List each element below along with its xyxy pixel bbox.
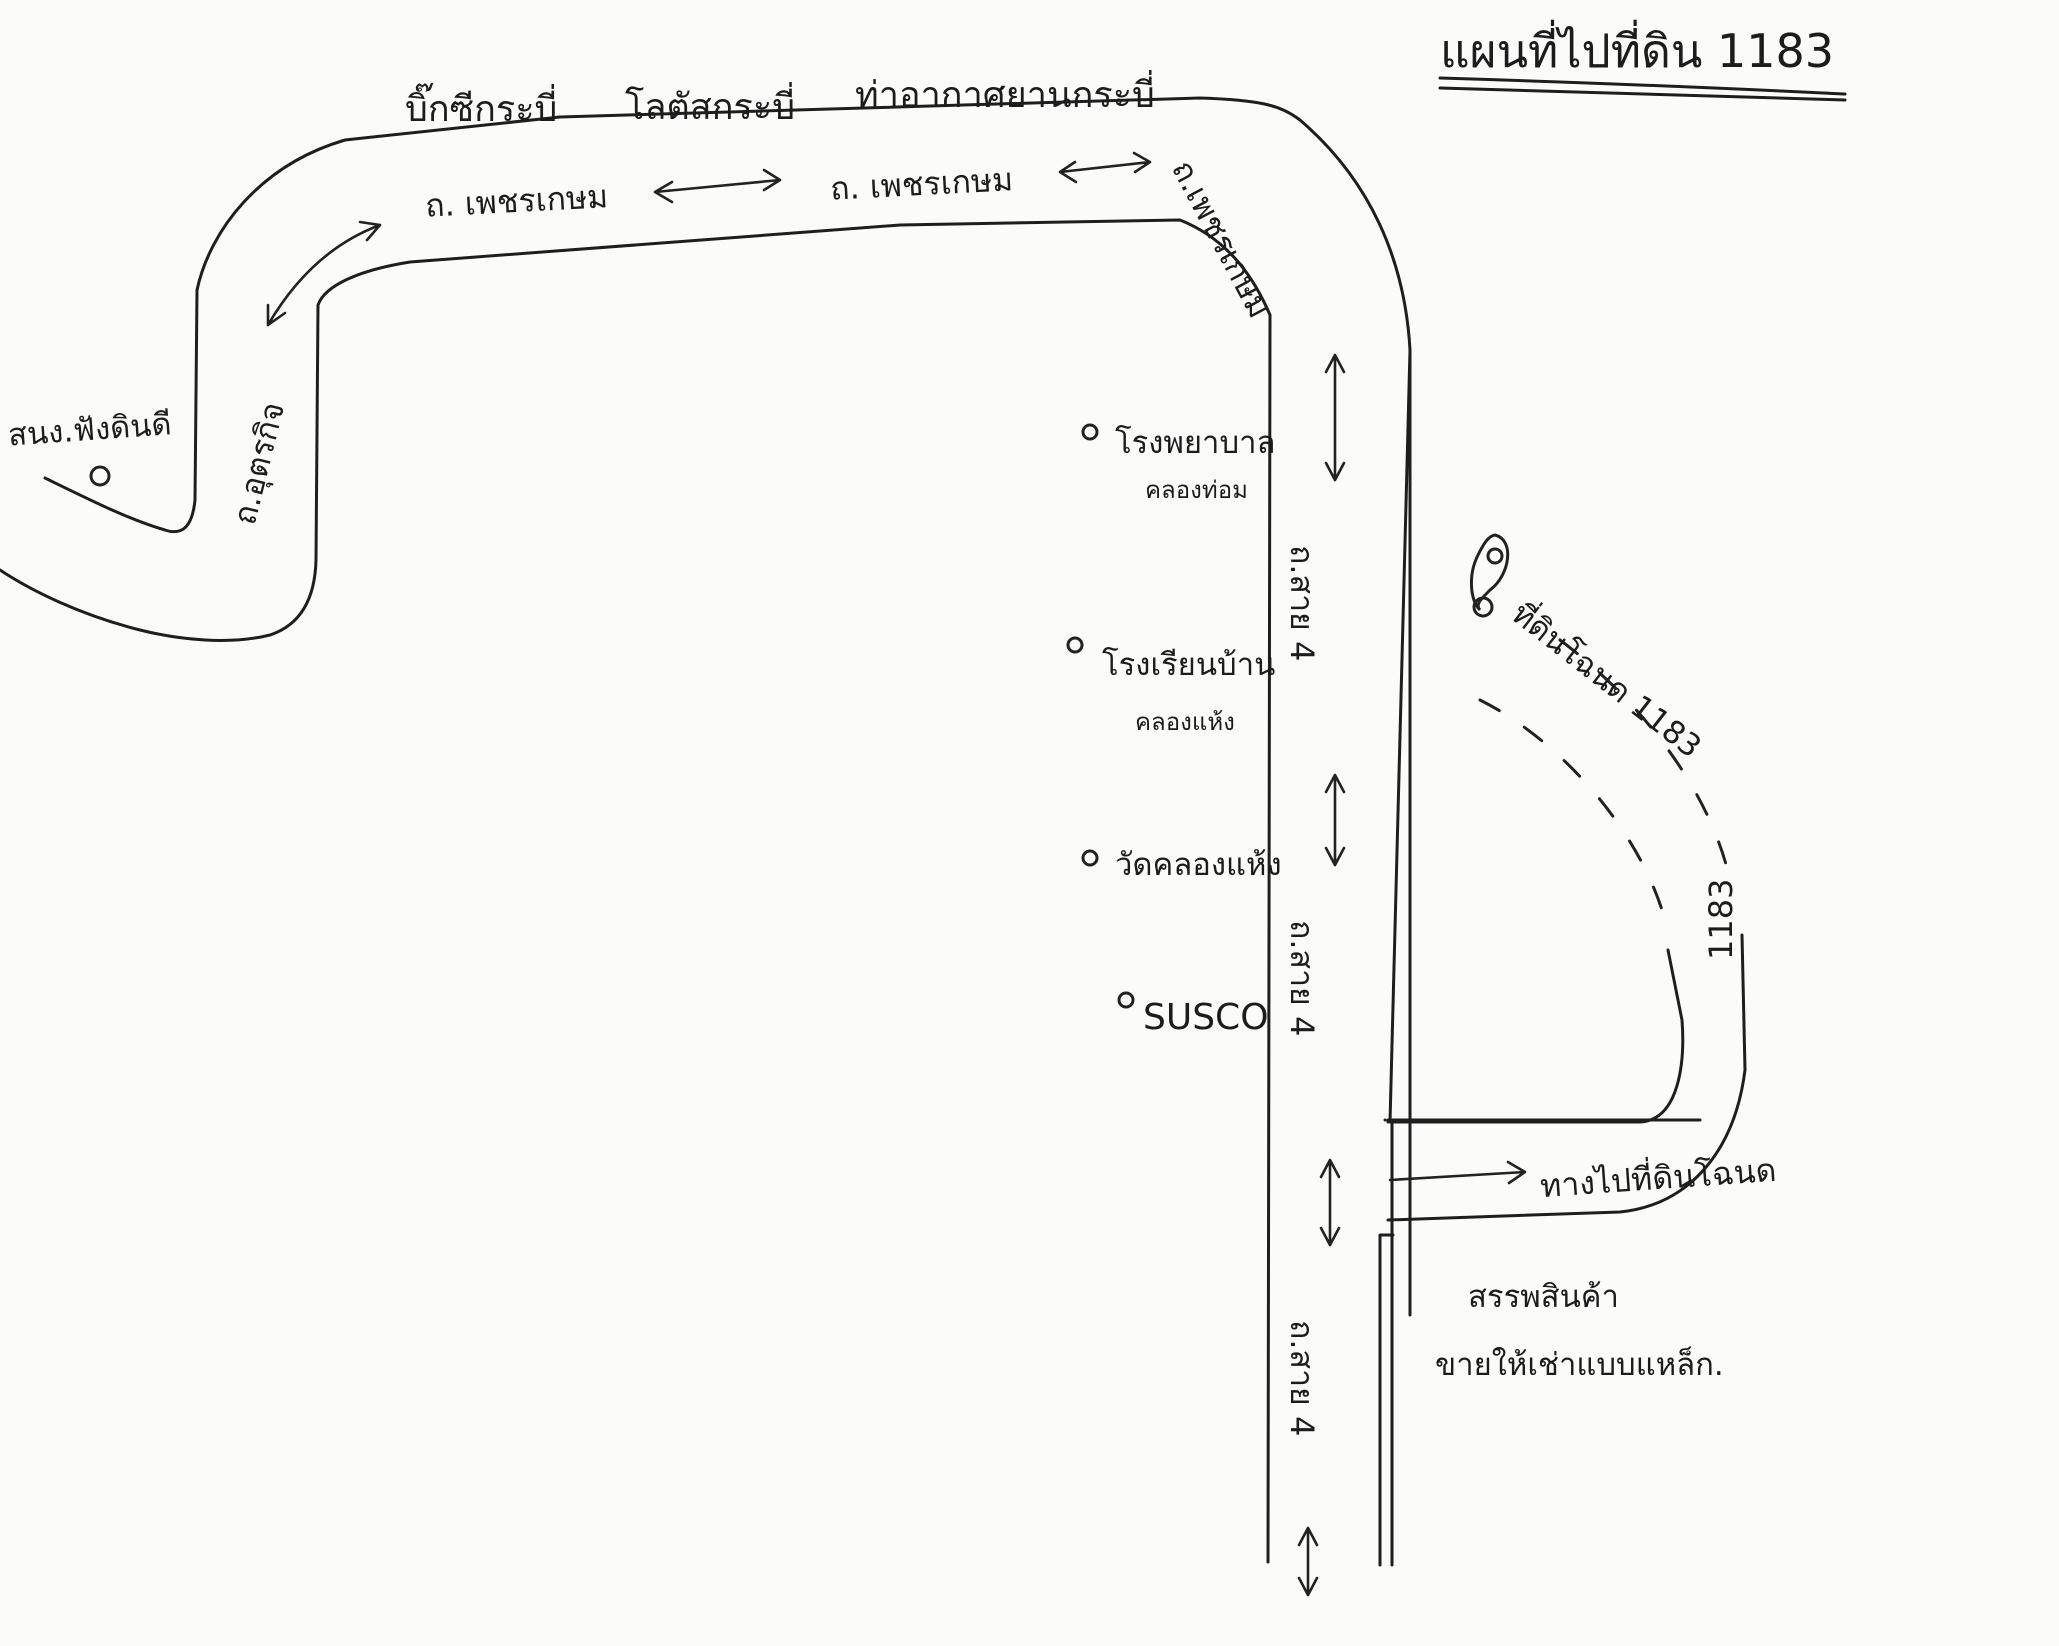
stadium-dot-icon xyxy=(89,465,111,487)
place-hospital-sub: คลองท่อม xyxy=(1145,476,1248,504)
two-way-arrow-icon xyxy=(1324,353,1346,482)
branch-road-lower xyxy=(1386,933,1747,1222)
plot-dashed-line-2 xyxy=(1558,638,1732,882)
sai4-left-edge xyxy=(1266,313,1272,1564)
sai4-right-edge xyxy=(1388,348,1412,1124)
inner-road-edge xyxy=(1378,1118,1702,1567)
title-underline xyxy=(1438,76,1847,96)
location-pin-icon xyxy=(1470,533,1510,618)
two-way-arrow-icon xyxy=(1297,1526,1319,1597)
landmark-airport: ท่าอากาศยานกระบี่ xyxy=(855,75,1155,116)
place-susco: SUSCO xyxy=(1143,997,1269,1038)
place-land-note: ขายให้เช่าแบบแหล็ก. xyxy=(1435,1347,1724,1383)
inner-road-top xyxy=(0,218,1272,642)
title-underline-2 xyxy=(1438,86,1847,102)
arrow-to-land-icon xyxy=(1388,1160,1527,1185)
two-way-arrow-icon xyxy=(1324,773,1346,867)
road-label-plot: 1183 xyxy=(1702,878,1740,960)
map-title: แผนที่ไปที่ดิน 1183 xyxy=(1440,24,1835,78)
road-label-sai4: ถ.สาย 4 xyxy=(1283,1320,1321,1437)
landmark-bigc: บิ๊กซีกระบี่ xyxy=(405,89,558,130)
hospital-dot-icon xyxy=(1081,423,1099,441)
road-label-sai4: ถ.สาย 4 xyxy=(1283,545,1321,662)
place-school-sub: คลองแห้ง xyxy=(1135,708,1235,736)
two-way-arrow-icon xyxy=(653,168,782,204)
place-temple: วัดคลองแห้ง xyxy=(1115,847,1282,883)
temple-dot-icon xyxy=(1081,849,1099,867)
branch-road-upper xyxy=(1390,948,1685,1124)
road-label-sai4: ถ.สาย 4 xyxy=(1283,920,1321,1037)
place-land-note: สรรพสินค้า xyxy=(1468,1279,1619,1315)
susco-dot-icon xyxy=(1117,991,1135,1009)
two-way-arrow-icon xyxy=(1058,151,1152,184)
road-label-phetkasem: ถ. เพชรเกษม xyxy=(424,177,610,225)
road-label-phetkasem: ถ. เพชรเกษม xyxy=(829,160,1015,208)
place-school: โรงเรียนบ้าน xyxy=(1102,647,1276,683)
school-dot-icon xyxy=(1066,636,1084,654)
outer-road-edge xyxy=(43,96,1412,1317)
place-hospital: โรงพยาบาล xyxy=(1115,425,1276,461)
plot-dashed-line-1 xyxy=(1478,698,1667,922)
two-way-arrow-icon xyxy=(1319,1158,1341,1247)
landmark-lotus: โลตัสกระบี่ xyxy=(625,87,796,128)
two-way-arrow-icon xyxy=(266,220,382,327)
